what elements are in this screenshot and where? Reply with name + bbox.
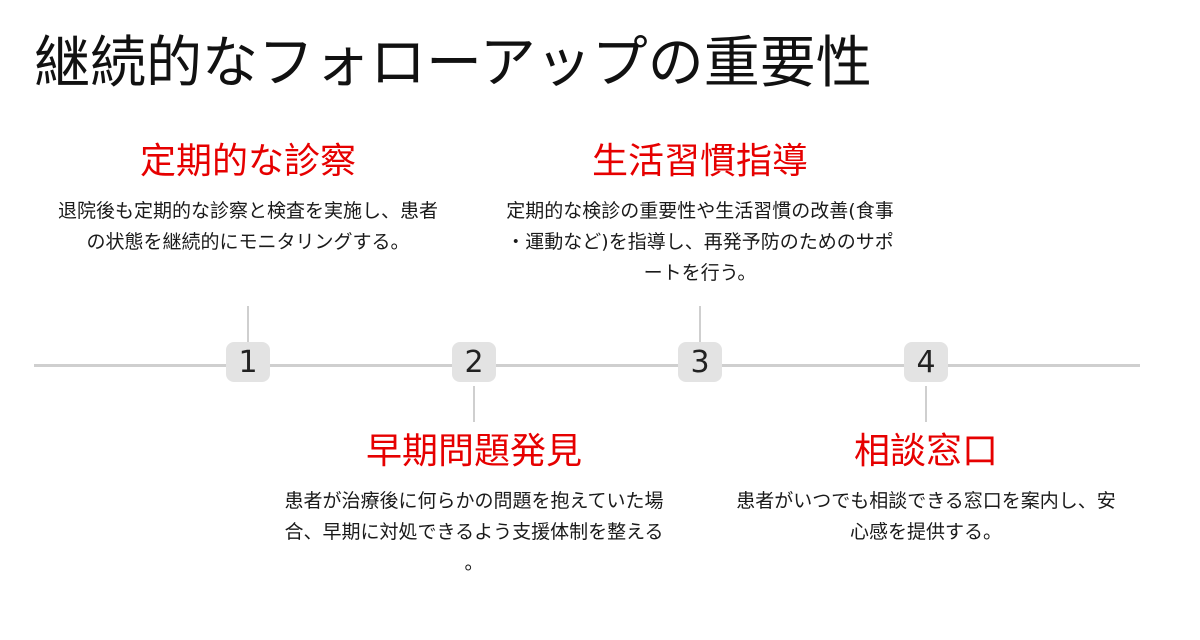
step-2-title: 早期問題発見 — [365, 431, 582, 472]
step-1: 定期的な診察 退院後も定期的な診察と検査を実施し、患者の状態を継続的にモニタリン… — [48, 138, 448, 258]
step-marker-3: 3 — [678, 342, 722, 382]
connector-2 — [473, 386, 475, 422]
step-3: 生活習慣指導 定期的な検診の重要性や生活習慣の改善(食事・運動など)を指導し、再… — [500, 138, 900, 289]
step-marker-1: 1 — [226, 342, 270, 382]
step-1-title: 定期的な診察 — [139, 141, 356, 182]
step-1-description: 退院後も定期的な診察と検査を実施し、患者の状態を継続的にモニタリングする。 — [57, 200, 438, 253]
connector-1 — [247, 306, 249, 346]
step-4-description: 患者がいつでも相談できる窓口を案内し、安心感を提供する。 — [736, 490, 1116, 543]
step-4-title: 相談窓口 — [853, 431, 998, 472]
step-2: 早期問題発見 患者が治療後に何らかの問題を抱えていた場合、早期に対処できるよう支… — [274, 428, 674, 579]
step-4: 相談窓口 患者がいつでも相談できる窓口を案内し、安心感を提供する。 — [726, 428, 1126, 548]
step-marker-4: 4 — [904, 342, 948, 382]
timeline-line — [34, 364, 1140, 367]
step-3-title: 生活習慣指導 — [591, 141, 808, 182]
connector-4 — [925, 386, 927, 422]
step-2-description: 患者が治療後に何らかの問題を抱えていた場合、早期に対処できるよう支援体制を整える… — [284, 490, 664, 574]
connector-3 — [699, 306, 701, 346]
step-marker-2: 2 — [452, 342, 496, 382]
page-title: 継続的なフォローアップの重要性 — [34, 31, 872, 96]
step-3-description: 定期的な検診の重要性や生活習慣の改善(食事・運動など)を指導し、再発予防のための… — [506, 200, 894, 284]
